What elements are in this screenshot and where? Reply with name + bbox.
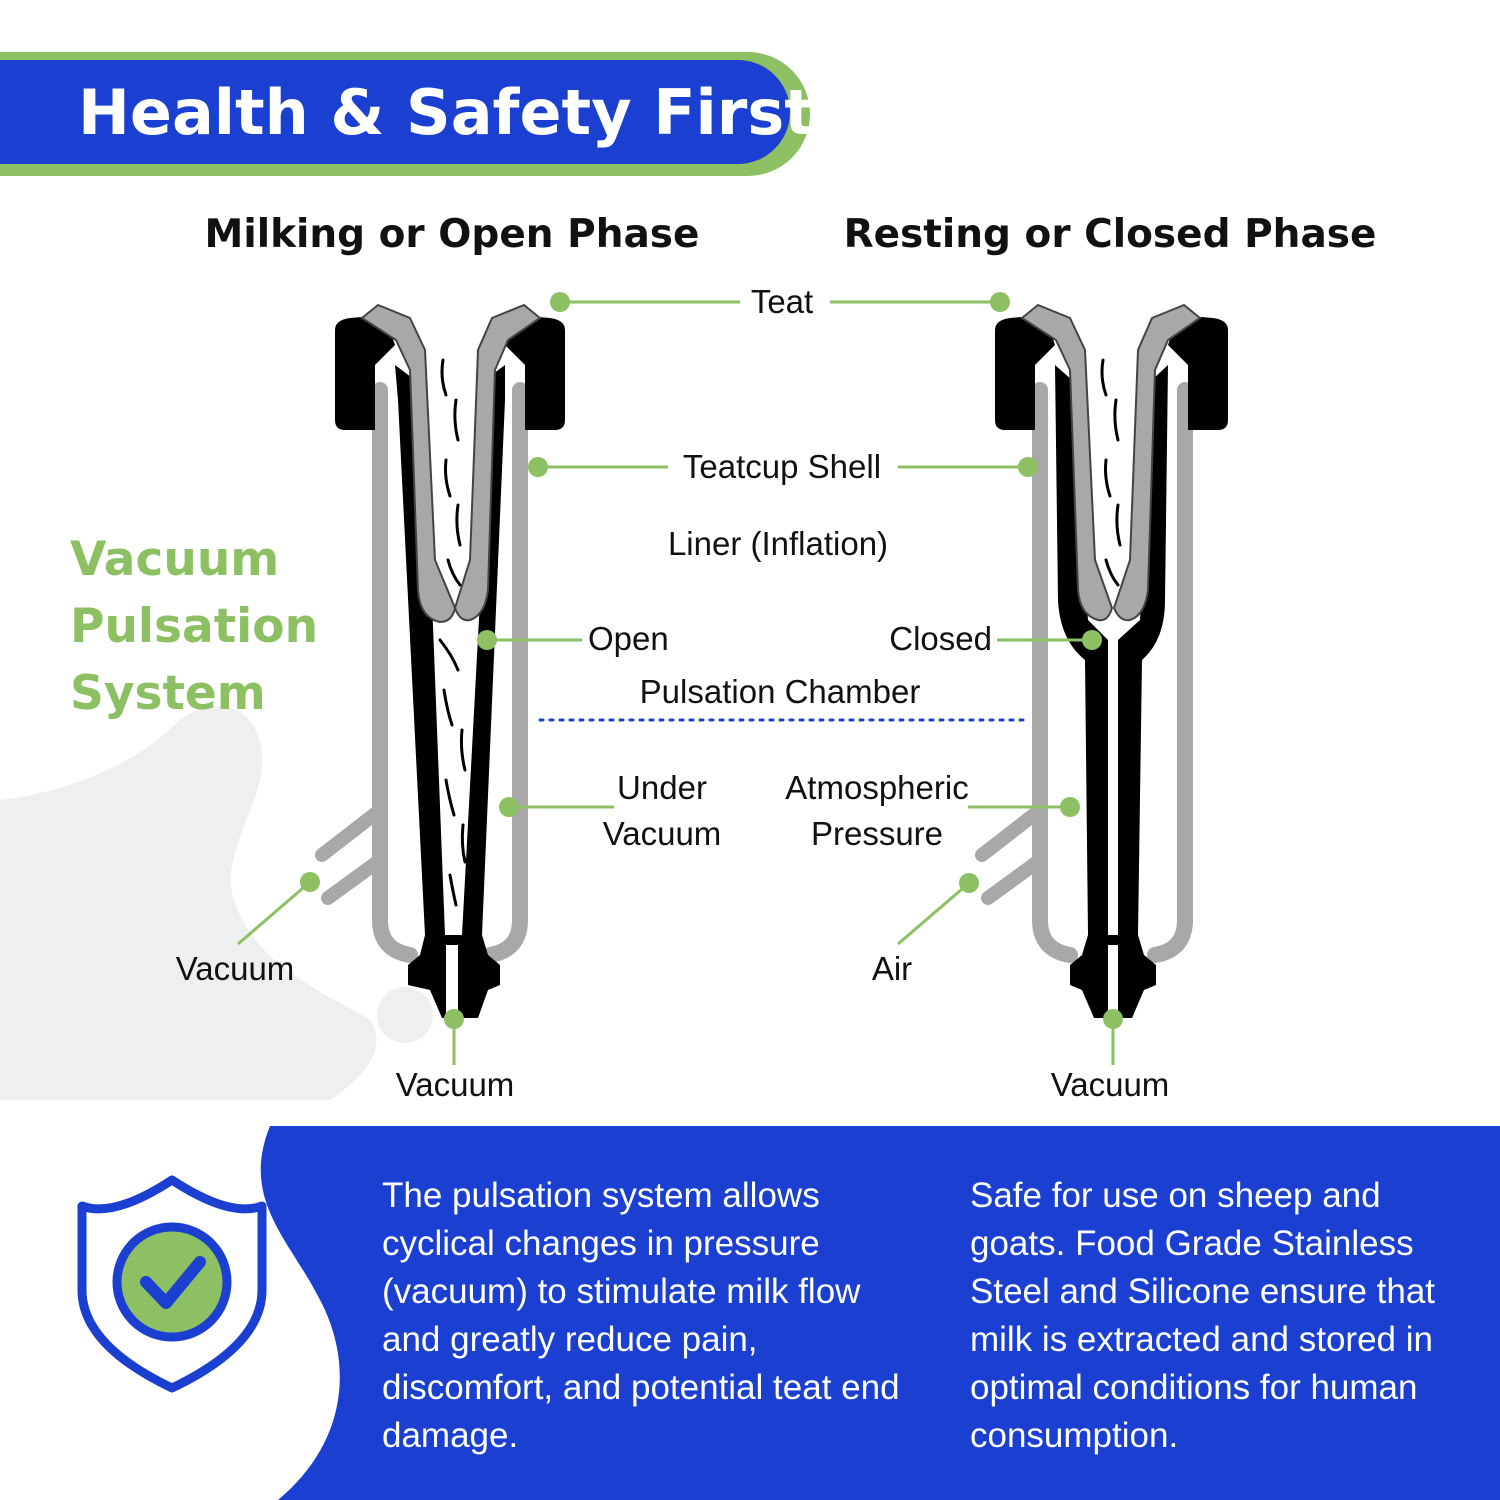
- shield-check-icon: [77, 1175, 267, 1393]
- label-under-vacuum: Vacuum: [603, 815, 722, 852]
- label-atmospheric-pressure: Pressure: [811, 815, 943, 852]
- label-under: Under: [617, 769, 707, 806]
- side-title-line-3: System: [70, 666, 266, 721]
- side-title: Vacuum Pulsation System: [70, 532, 318, 721]
- air-tube-left: [315, 803, 387, 905]
- label-vacuum-bottom-left: Vacuum: [396, 1066, 515, 1103]
- label-pulsation-chamber: Pulsation Chamber: [640, 673, 921, 710]
- milk-flow-left: [438, 358, 467, 907]
- teat-right: [1020, 303, 1114, 622]
- milk-drop-shape: [377, 987, 433, 1043]
- label-open: Open: [588, 620, 669, 657]
- footer-right-text: Safe for use on sheep and goats. Food Gr…: [970, 1176, 1436, 1455]
- milk-splash-shape: [0, 705, 377, 1100]
- air-tube-right: [975, 803, 1047, 905]
- title-banner: Health & Safety First: [0, 52, 814, 176]
- phase-heading-closed: Resting or Closed Phase: [844, 212, 1377, 257]
- liner-wall-left: [395, 365, 445, 935]
- teat-left: [360, 303, 457, 624]
- teatcup-shell-left: [372, 382, 528, 963]
- label-atmospheric: Atmospheric: [785, 769, 968, 806]
- teatcup-closed: [975, 303, 1228, 1018]
- label-teatcup-shell: Teatcup Shell: [683, 448, 881, 485]
- liner-wall-right: [1055, 365, 1108, 935]
- footer-left-text: The pulsation system allows cyclical cha…: [382, 1176, 900, 1455]
- label-vacuum-bottom-right: Vacuum: [1051, 1066, 1170, 1103]
- leader-lines: [237, 300, 1115, 1065]
- teatcup-shell-right: [1032, 382, 1193, 963]
- side-title-line-2: Pulsation: [70, 599, 318, 654]
- side-title-line-1: Vacuum: [70, 532, 279, 587]
- label-closed: Closed: [889, 620, 992, 657]
- footer-panel: [260, 1126, 1500, 1500]
- label-teat: Teat: [751, 283, 813, 320]
- label-liner: Liner (Inflation): [668, 525, 888, 562]
- label-air: Air: [872, 950, 912, 987]
- milk-flow-right: [1100, 358, 1122, 587]
- banner-title: Health & Safety First: [78, 76, 814, 149]
- teatcup-open: [315, 303, 565, 1018]
- label-vacuum-side: Vacuum: [176, 950, 295, 987]
- phase-heading-open: Milking or Open Phase: [205, 212, 700, 257]
- leader-dots: [300, 292, 1123, 1029]
- liner-head-right: [995, 315, 1055, 430]
- liner-head-left: [335, 315, 395, 430]
